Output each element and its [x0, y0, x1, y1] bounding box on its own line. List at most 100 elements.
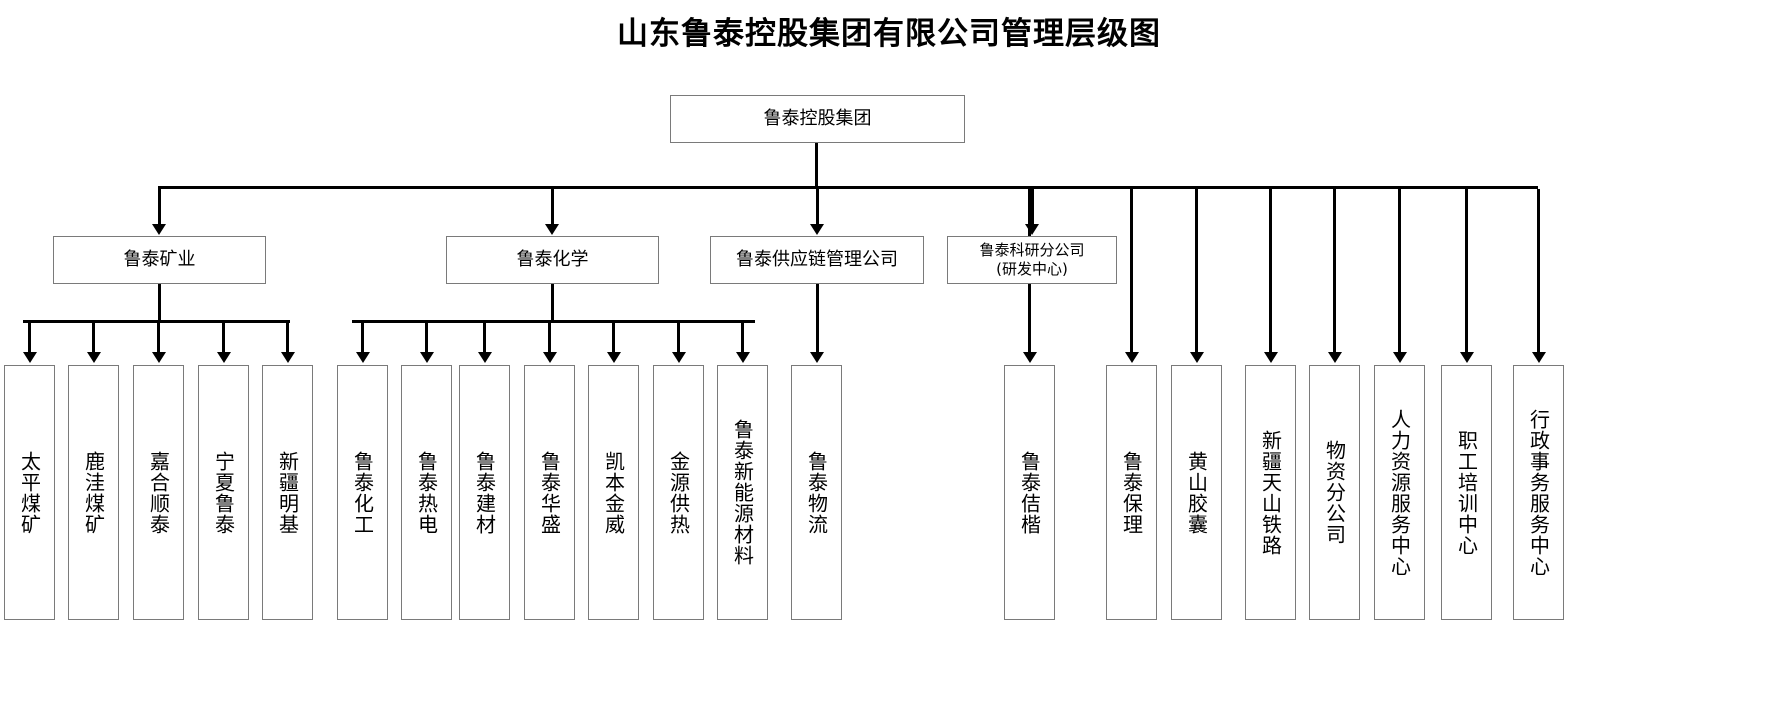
connector-leaf-drop — [1465, 189, 1468, 352]
connector-drop-mining — [158, 186, 161, 224]
connector-leaf-arrow — [1022, 352, 1037, 363]
page-title: 山东鲁泰控股集团有限公司管理层级图 — [617, 16, 1161, 52]
connector-leaf-drop — [483, 320, 486, 352]
node-leaf-label: 鲁泰华盛 — [537, 450, 562, 535]
node-level2-mining[interactable]: 鲁泰矿业 — [53, 236, 266, 284]
connector-supply-down — [816, 284, 819, 352]
connector-leaf-arrow — [1263, 352, 1278, 363]
connector-leaf-arrow — [1459, 352, 1474, 363]
connector-leaf-arrow — [1124, 352, 1139, 363]
connector-leaf-arrow — [1531, 352, 1546, 363]
arrow-mining — [152, 224, 166, 235]
connector-leaf-arrow — [477, 352, 492, 363]
node-leaf[interactable]: 凯本金威 — [588, 365, 639, 620]
connector-mining-down — [158, 284, 161, 321]
node-root[interactable]: 鲁泰控股集团 — [670, 95, 965, 143]
node-root-label: 鲁泰控股集团 — [763, 107, 872, 129]
node-leaf[interactable]: 职工培训中心 — [1441, 365, 1492, 620]
node-leaf[interactable]: 黄山胶囊 — [1171, 365, 1222, 620]
connector-level2-bus — [158, 186, 1538, 189]
node-leaf-label: 嘉合顺泰 — [146, 450, 171, 535]
node-leaf-label: 鲁泰佶楷 — [1017, 450, 1042, 535]
connector-leaf-arrow — [355, 352, 370, 363]
node-leaf[interactable]: 新疆天山铁路 — [1245, 365, 1296, 620]
node-level2-chemical[interactable]: 鲁泰化学 — [446, 236, 659, 284]
connector-leaf-drop — [548, 320, 551, 352]
connector-leaf-drop — [222, 320, 225, 352]
node-leaf-label: 太平煤矿 — [17, 450, 42, 535]
connector-chemical-bus — [352, 320, 755, 323]
node-leaf-label: 金源供热 — [666, 450, 691, 535]
node-leaf-label: 鲁泰化工 — [350, 450, 375, 535]
node-level2-research-label: 鲁泰科研分公司 (研发中心) — [979, 241, 1085, 278]
connector-leaf-arrow — [671, 352, 686, 363]
node-level2-research[interactable]: 鲁泰科研分公司 (研发中心) — [947, 236, 1117, 284]
node-leaf[interactable]: 鲁泰佶楷 — [1004, 365, 1055, 620]
connector-leaf-drop — [1537, 189, 1540, 352]
connector-leaf-arrow — [280, 352, 295, 363]
connector-leaf-arrow — [1189, 352, 1204, 363]
node-leaf[interactable]: 新疆明基 — [262, 365, 313, 620]
connector-leaf-arrow — [419, 352, 434, 363]
connector-leaf-arrow — [735, 352, 750, 363]
connector-leaf-drop — [361, 320, 364, 352]
node-leaf-label: 鲁泰保理 — [1119, 450, 1144, 535]
connector-leaf-drop — [741, 320, 744, 352]
node-leaf-label: 鲁泰物流 — [804, 450, 829, 535]
node-leaf[interactable]: 宁夏鲁泰 — [198, 365, 249, 620]
connector-drop-chemical — [551, 186, 554, 224]
connector-leaf-drop — [1269, 189, 1272, 352]
node-leaf[interactable]: 鲁泰热电 — [401, 365, 452, 620]
arrow-chemical — [545, 224, 559, 235]
node-leaf-label: 行政事务服务中心 — [1526, 408, 1551, 577]
connector-mining-bus — [23, 320, 290, 323]
node-leaf-label: 物资分公司 — [1322, 440, 1347, 545]
node-leaf-label: 鹿洼煤矿 — [81, 450, 106, 535]
node-leaf[interactable]: 鲁泰华盛 — [524, 365, 575, 620]
connector-leaf-drop — [92, 320, 95, 352]
node-leaf[interactable]: 鲁泰物流 — [791, 365, 842, 620]
connector-leaf-drop — [677, 320, 680, 352]
node-level2-supply-chain-label: 鲁泰供应链管理公司 — [736, 248, 898, 270]
node-leaf[interactable]: 鲁泰保理 — [1106, 365, 1157, 620]
connector-leaf-arrow — [216, 352, 231, 363]
connector-leaf-drop — [1333, 189, 1336, 352]
arrow-supply — [810, 224, 824, 235]
node-leaf-label: 鲁泰新能源材料 — [730, 419, 755, 566]
connector-leaf-arrow — [151, 352, 166, 363]
node-leaf[interactable]: 人力资源服务中心 — [1374, 365, 1425, 620]
connector-chemical-down — [551, 284, 554, 321]
arrow-leaf-wuliu — [810, 352, 824, 363]
connector-drop-research — [1031, 186, 1034, 224]
connector-leaf-drop — [28, 320, 31, 352]
node-level2-supply-chain[interactable]: 鲁泰供应链管理公司 — [710, 236, 924, 284]
node-leaf[interactable]: 鲁泰化工 — [337, 365, 388, 620]
node-leaf[interactable]: 鲁泰新能源材料 — [717, 365, 768, 620]
connector-leaf-drop — [612, 320, 615, 352]
node-leaf-label: 黄山胶囊 — [1184, 450, 1209, 535]
node-leaf[interactable]: 嘉合顺泰 — [133, 365, 184, 620]
node-leaf[interactable]: 鲁泰建材 — [459, 365, 510, 620]
node-leaf-label: 人力资源服务中心 — [1387, 408, 1412, 577]
node-leaf-label: 鲁泰热电 — [414, 450, 439, 535]
node-leaf[interactable]: 行政事务服务中心 — [1513, 365, 1564, 620]
node-leaf-label: 凯本金威 — [601, 450, 626, 535]
connector-leaf-drop — [425, 320, 428, 352]
connector-leaf-arrow — [86, 352, 101, 363]
node-leaf[interactable]: 金源供热 — [653, 365, 704, 620]
connector-leaf-arrow — [1327, 352, 1342, 363]
node-level2-mining-label: 鲁泰矿业 — [123, 248, 196, 270]
connector-leaf-arrow — [606, 352, 621, 363]
connector-drop-supply — [816, 186, 819, 224]
connector-root-down — [815, 143, 818, 187]
connector-leaf-drop — [286, 320, 289, 352]
node-leaf[interactable]: 物资分公司 — [1309, 365, 1360, 620]
node-leaf[interactable]: 鹿洼煤矿 — [68, 365, 119, 620]
connector-leaf-arrow — [1392, 352, 1407, 363]
node-leaf[interactable]: 太平煤矿 — [4, 365, 55, 620]
arrow-research — [1025, 224, 1039, 235]
node-leaf-label: 宁夏鲁泰 — [211, 450, 236, 535]
node-leaf-label: 职工培训中心 — [1454, 429, 1479, 556]
connector-leaf-drop — [157, 320, 160, 352]
